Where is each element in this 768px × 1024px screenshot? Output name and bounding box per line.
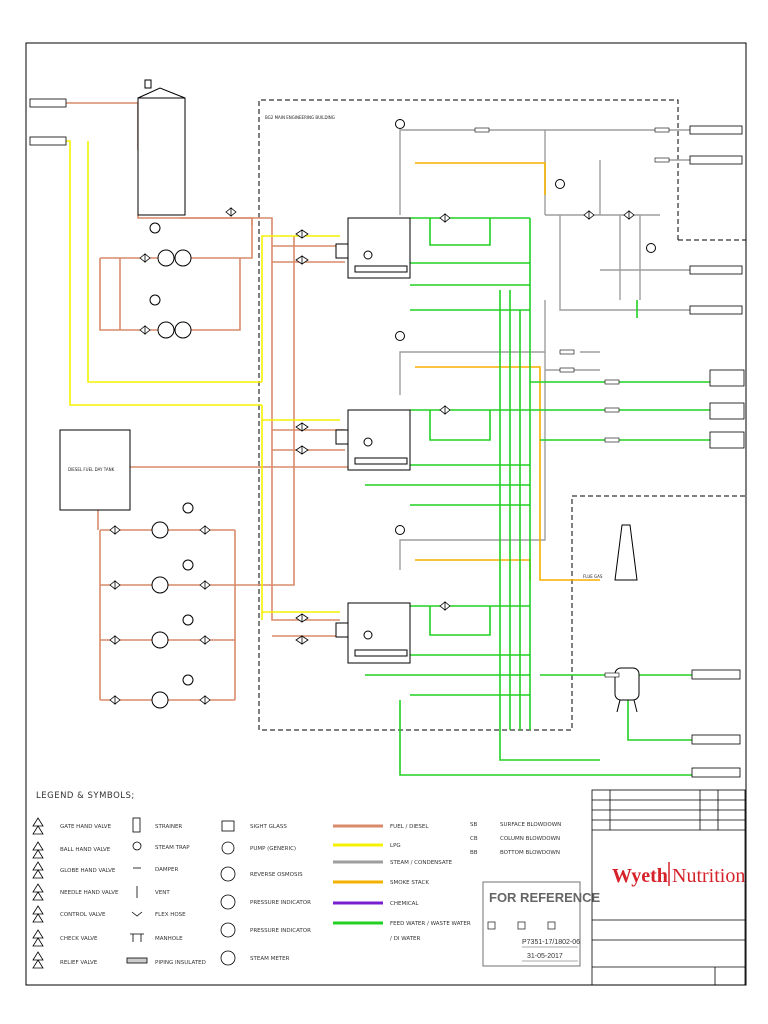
brand-right: Nutrition — [672, 865, 745, 887]
legend-label: PUMP (GENERIC) — [250, 846, 296, 852]
control-valve-icon — [32, 905, 44, 923]
pump-icon — [221, 841, 235, 855]
legend-icons-col2 — [126, 817, 148, 964]
legend-line-label: SMOKE STACK — [390, 880, 429, 886]
abbr-label: BOTTOM BLOWDOWN — [500, 850, 560, 856]
fuel-pumps — [149, 222, 194, 709]
legend-line-label: STEAM / CONDENSATE — [390, 860, 453, 866]
pressure-indicator-icon — [220, 894, 236, 910]
diesel-day-tank — [59, 429, 131, 511]
feed-water-vessel — [614, 667, 640, 713]
legend-label: FLEX HOSE — [155, 912, 186, 918]
legend-labels-col3: SIGHT GLASS PUMP (GENERIC) REVERSE OSMOS… — [250, 824, 311, 962]
boiler-1 — [335, 217, 411, 279]
legend-label: CONTROL VALVE — [60, 912, 106, 918]
legend-title: LEGEND & SYMBOLS; — [36, 791, 135, 801]
legend-label: RELIEF VALVE — [60, 960, 98, 966]
legend-labels-col2: STRAINER STEAM TRAP DAMPER VENT FLEX HOS… — [155, 824, 206, 966]
insulation-markers — [474, 127, 670, 678]
valves — [109, 207, 635, 705]
check-valve-icon — [32, 929, 44, 947]
legend-line-labels: FUEL / DIESEL LPG STEAM / CONDENSATE SMO… — [390, 824, 471, 942]
flue-stack — [614, 524, 638, 581]
flow-indicator-icon — [220, 922, 236, 938]
legend-label: PRESSURE INDICATOR — [250, 928, 311, 934]
legend-label: STRAINER — [155, 824, 182, 830]
legend-line-label: CHEMICAL — [390, 901, 419, 907]
legend-label: NEEDLE HAND VALVE — [60, 890, 119, 896]
reverse-osmosis-icon — [220, 866, 236, 882]
legend-label: BALL HAND VALVE — [60, 847, 111, 853]
legend-line-label: FUEL / DIESEL — [390, 824, 429, 830]
abbr-label: SURFACE BLOWDOWN — [500, 822, 561, 828]
strainer-icon — [132, 817, 141, 833]
boiler-2 — [335, 409, 411, 471]
water-headers — [691, 369, 745, 778]
reference-stamp: FOR REFERENCE P7351-17/1802-06 31-05-201… — [482, 881, 601, 967]
abbr-code: BB — [470, 850, 478, 856]
building-boundary — [258, 99, 746, 731]
inlet-connections — [29, 98, 67, 146]
flue-stack-label: FLUE GAS — [583, 574, 603, 579]
relief-valve-icon — [32, 951, 44, 969]
legend-label: CHECK VALVE — [60, 936, 98, 942]
brand-logo: Wyeth Nutrition — [612, 862, 745, 887]
brand-left: Wyeth — [612, 865, 668, 887]
legend-label: DAMPER — [155, 867, 178, 873]
legend-line-label: / DI WATER — [390, 936, 421, 942]
legend-icons-col1 — [32, 817, 44, 969]
title-block — [591, 789, 746, 986]
stamp-doc-number: P7351-17/1802-06 — [522, 939, 580, 946]
pressure-gauges — [395, 119, 656, 535]
legend-label: SIGHT GLASS — [250, 824, 287, 830]
abbr-code: CB — [470, 836, 478, 842]
legend-line-label: LPG — [390, 843, 401, 849]
legend-label: PIPING INSULATED — [155, 960, 206, 966]
legend-label: MANHOLE — [155, 936, 183, 942]
manhole-icon — [130, 933, 144, 942]
sight-glass-icon — [221, 820, 235, 832]
flex-hose-icon — [131, 911, 143, 917]
legend-label: REVERSE OSMOSIS — [250, 872, 303, 878]
legend-label: VENT — [155, 890, 170, 896]
diesel-day-tank-label: DIESEL FUEL DAY TANK — [68, 467, 115, 472]
legend-label: PRESSURE INDICATOR — [250, 900, 311, 906]
legend-label: GATE HAND VALVE — [60, 824, 112, 830]
legend-label: STEAM TRAP — [155, 845, 190, 851]
steam-headers — [689, 125, 743, 315]
stamp-title: FOR REFERENCE — [489, 890, 601, 905]
fuel-lines — [35, 102, 348, 701]
legend-abbreviations: SB SURFACE BLOWDOWN CB COLUMN BLOWDOWN B… — [470, 822, 561, 856]
legend-label: GLOBE HAND VALVE — [60, 868, 116, 874]
legend-line-label: FEED WATER / WASTE WATER — [390, 921, 471, 927]
water-lines — [365, 217, 740, 776]
ball-valve-icon — [32, 841, 44, 859]
gate-valve-icon — [32, 817, 44, 835]
needle-valve-icon — [32, 883, 44, 901]
legend-line-swatches — [333, 824, 383, 925]
steam-trap-icon — [132, 841, 142, 851]
drawing-border — [25, 42, 747, 986]
building-label: BG2 MAIN ENGINEERING BUILDING — [265, 115, 335, 120]
globe-valve-icon — [32, 861, 44, 879]
insulated-pipe-icon — [126, 957, 148, 964]
legend-label: STEAM METER — [250, 956, 290, 962]
fuel-storage-tank — [137, 79, 186, 216]
abbr-label: COLUMN BLOWDOWN — [500, 836, 560, 842]
steam-meter-icon — [220, 950, 236, 966]
legend-icons-col3 — [220, 820, 236, 966]
abbr-code: SB — [470, 822, 477, 828]
stamp-date: 31-05-2017 — [527, 953, 563, 960]
boiler-3 — [335, 602, 411, 664]
legend-labels-col1: GATE HAND VALVE BALL HAND VALVE GLOBE HA… — [60, 824, 119, 966]
